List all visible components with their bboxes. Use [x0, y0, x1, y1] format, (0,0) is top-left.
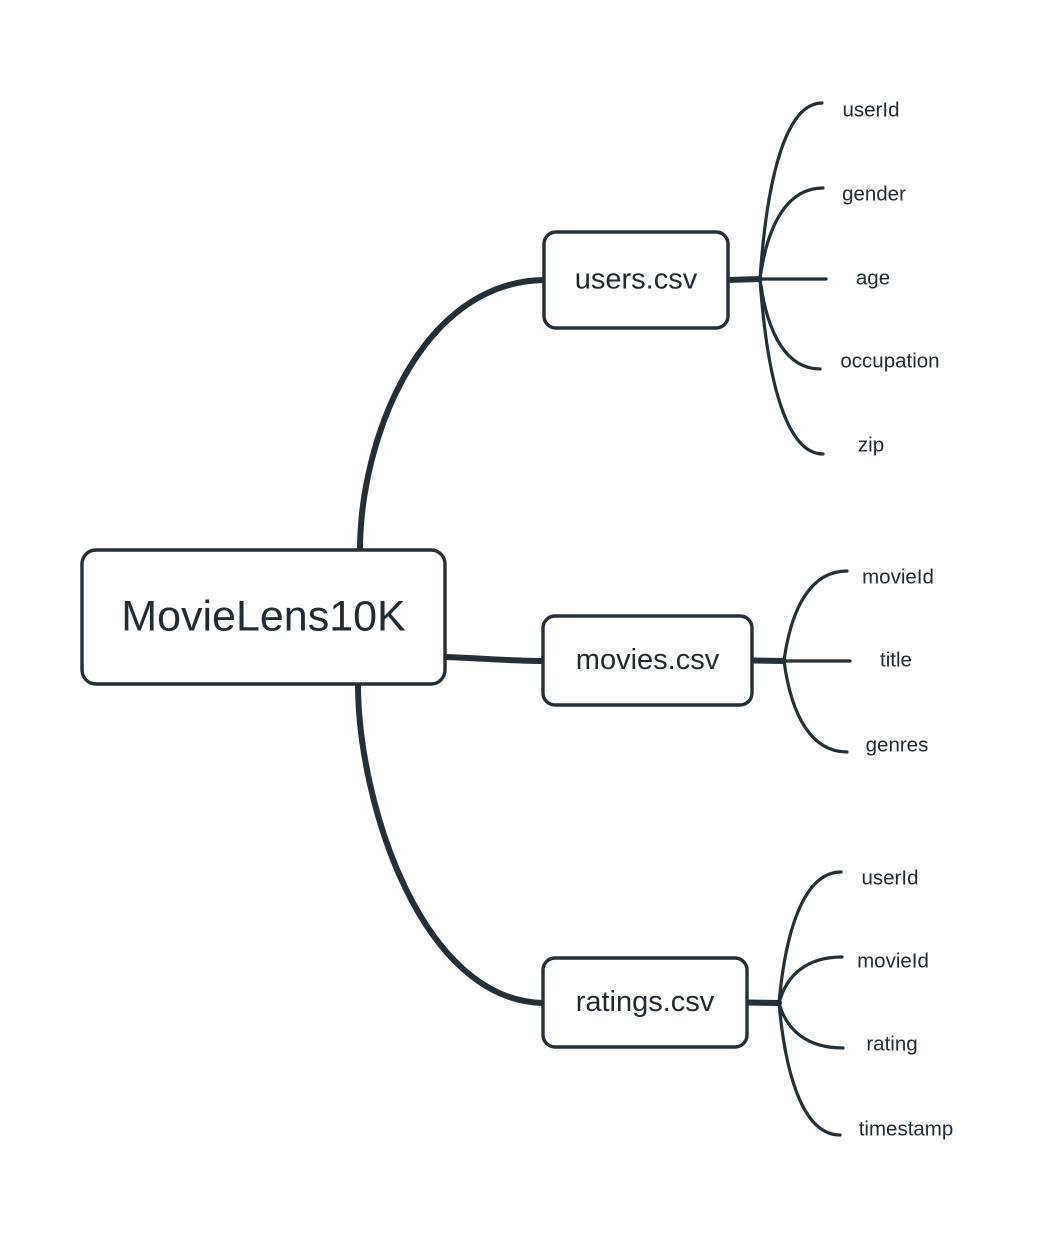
branch-node-box-ratings[interactable] [541, 956, 749, 1049]
edge-root-to-movies [442, 654, 546, 664]
leaf-label-movies-genres: genres [866, 733, 929, 756]
edge-root-to-ratings [355, 681, 546, 1006]
edge-stub-movies [749, 657, 787, 664]
leaf-label-users-gender: gender [842, 182, 906, 205]
branch-node-label-movies: movies.csv [576, 644, 720, 676]
edge-ratings-leaf-0 [777, 870, 843, 1005]
edge-users-leaf-0 [758, 101, 824, 281]
root-node-label: MovieLens10K [121, 592, 406, 640]
leaves-layer: userId gender age occupation zip movieId title… [840, 98, 953, 1140]
leaf-label-users-age: age [856, 266, 890, 289]
leaf-label-users-userId: userId [843, 98, 900, 121]
branch-node-label-users: users.csv [575, 264, 698, 296]
edge-users-leaf-4 [758, 277, 825, 456]
root-node-box[interactable] [80, 548, 447, 686]
leaf-label-users-occupation: occupation [840, 349, 939, 372]
leaf-label-ratings-userId: userId [862, 866, 919, 889]
edge-ratings-leaf-2 [777, 1001, 845, 1050]
nodes-layer: MovieLens10K users.csv movies.csv ratings.c… [80, 230, 754, 1049]
branch-node-label-ratings: ratings.csv [576, 986, 715, 1018]
edge-stub-users [725, 276, 763, 283]
edge-movies-leaf-2 [782, 659, 849, 754]
edges-layer [355, 101, 852, 1137]
leaf-label-ratings-rating: rating [866, 1032, 917, 1055]
leaf-label-users-zip: zip [858, 433, 884, 456]
edge-movies-leaf-0 [782, 569, 849, 663]
edge-root-to-users [357, 277, 547, 553]
edge-ratings-leaf-3 [777, 1001, 842, 1137]
edge-ratings-leaf-1 [777, 955, 844, 1005]
edge-stub-ratings [744, 999, 782, 1006]
leaf-label-movies-movieId: movieId [862, 565, 934, 588]
branch-node-box-users[interactable] [542, 230, 730, 330]
leaf-label-ratings-timestamp: timestamp [859, 1117, 954, 1140]
leaf-label-ratings-movieId: movieId [857, 949, 929, 972]
branch-node-box-movies[interactable] [541, 614, 754, 707]
leaf-label-movies-title: title [880, 648, 912, 671]
edge-users-leaf-1 [758, 186, 825, 281]
